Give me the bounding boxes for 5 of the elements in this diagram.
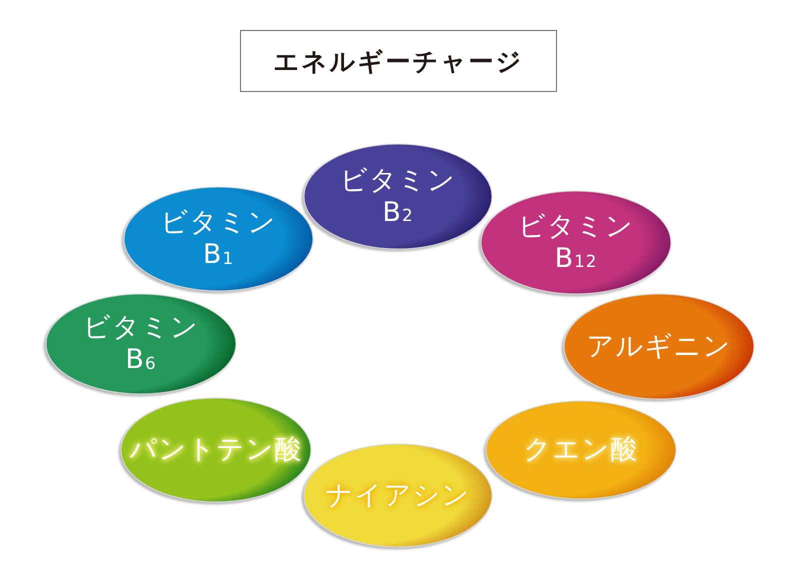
oval-label: ナイアシン <box>326 480 470 512</box>
oval-label: アルギニン <box>586 330 732 362</box>
oval-label: クエン酸 <box>524 434 638 466</box>
title: エネルギーチャージ <box>240 30 557 92</box>
oval-label: パントテン酸 <box>130 434 302 466</box>
